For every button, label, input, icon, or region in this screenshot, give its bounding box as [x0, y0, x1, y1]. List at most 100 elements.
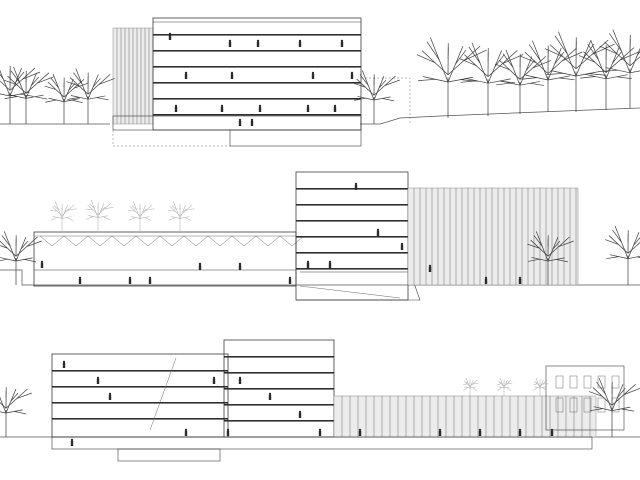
- tree: [85, 199, 114, 232]
- tree-twig: [426, 41, 440, 61]
- truss: [207, 235, 233, 247]
- tree-twig: [599, 45, 618, 55]
- window: [555, 375, 564, 389]
- person-body: [228, 42, 232, 47]
- tree-twig: [10, 70, 21, 83]
- tree: [459, 42, 524, 116]
- tree-twig: [499, 381, 503, 384]
- floor-slab: [153, 34, 361, 36]
- person-body: [96, 379, 100, 384]
- tree: [520, 40, 583, 112]
- tree-twig: [559, 77, 575, 81]
- tree-branch: [0, 396, 7, 414]
- tree-twig: [66, 217, 74, 221]
- person-figure: [78, 276, 82, 284]
- window: [555, 397, 564, 413]
- tree-twig: [616, 76, 632, 80]
- tree-branch: [5, 388, 28, 409]
- person-head: [228, 39, 232, 43]
- tree-twig: [73, 72, 83, 85]
- person-head: [250, 118, 254, 122]
- person-body: [220, 107, 224, 112]
- tree-twig: [85, 208, 93, 211]
- tree-twig: [50, 217, 58, 221]
- tree-twig: [1, 235, 11, 247]
- person-body: [40, 263, 44, 268]
- window: [569, 375, 578, 389]
- person-figure: [258, 104, 262, 112]
- tree-twig: [612, 51, 622, 64]
- trees: [0, 29, 640, 437]
- tree-twig: [71, 99, 83, 103]
- section-middle: [0, 171, 640, 301]
- tree-twig: [472, 387, 477, 392]
- tree-twig: [0, 245, 8, 249]
- tree-twig: [554, 35, 568, 55]
- person-figure: [96, 376, 100, 384]
- section-top: [0, 17, 640, 147]
- person-head: [174, 104, 178, 108]
- window: [597, 397, 606, 413]
- truss: [255, 235, 281, 247]
- person-body: [184, 431, 188, 436]
- tree-branch: [97, 202, 112, 215]
- stair-core-bottom: [149, 357, 177, 431]
- tree-branch: [547, 236, 559, 262]
- tree-twig: [67, 97, 80, 100]
- tree-twig: [416, 54, 436, 64]
- person-head: [428, 264, 432, 268]
- tree: [3, 66, 54, 124]
- tree: [462, 378, 479, 396]
- tree-twig: [31, 76, 40, 86]
- tree: [168, 201, 195, 232]
- tree-twig: [496, 82, 511, 86]
- tree-twig: [460, 80, 477, 83]
- foundation-dashed-top: [112, 130, 230, 147]
- tree-twig: [142, 208, 147, 212]
- tree-twig: [578, 55, 595, 63]
- truss: [39, 235, 65, 247]
- tree-twig: [85, 216, 94, 220]
- facade-mullions-top: [116, 28, 150, 124]
- person-figure: [478, 428, 482, 436]
- person-head: [238, 262, 242, 266]
- tree-twig: [455, 49, 467, 65]
- tree: [0, 387, 32, 437]
- person-head: [238, 376, 242, 380]
- person-body: [328, 263, 332, 268]
- person-body: [350, 74, 354, 79]
- person-figure: [350, 71, 354, 79]
- person-head: [256, 39, 260, 43]
- person-figure: [318, 428, 322, 436]
- person-body: [148, 279, 152, 284]
- tree-twig: [459, 58, 477, 66]
- person-head: [108, 392, 112, 396]
- tree: [599, 29, 640, 108]
- person-figure: [184, 71, 188, 79]
- person-head: [198, 262, 202, 266]
- tree-twig: [600, 69, 618, 72]
- tree-twig: [583, 43, 595, 59]
- person-head: [268, 392, 272, 396]
- person-body: [484, 279, 488, 284]
- person-body: [306, 263, 310, 268]
- tree: [496, 378, 513, 396]
- tree-twig: [552, 240, 561, 250]
- tree-twig: [543, 382, 549, 385]
- tree-twig: [0, 73, 4, 79]
- tree-twig: [529, 82, 544, 86]
- tree-twig: [473, 382, 479, 385]
- tree-twig: [506, 387, 511, 392]
- tree-twig: [24, 259, 37, 263]
- tree-twig: [590, 408, 603, 412]
- tree-twig: [468, 46, 481, 64]
- tree-twig: [128, 217, 136, 221]
- tree-branch: [61, 216, 72, 219]
- person-body: [184, 74, 188, 79]
- facade-mullions-middle: [413, 188, 577, 285]
- tree: [128, 201, 155, 232]
- tree-twig: [544, 48, 564, 58]
- tree-twig: [4, 96, 18, 99]
- person-figure: [311, 71, 315, 79]
- person-figure: [400, 242, 404, 250]
